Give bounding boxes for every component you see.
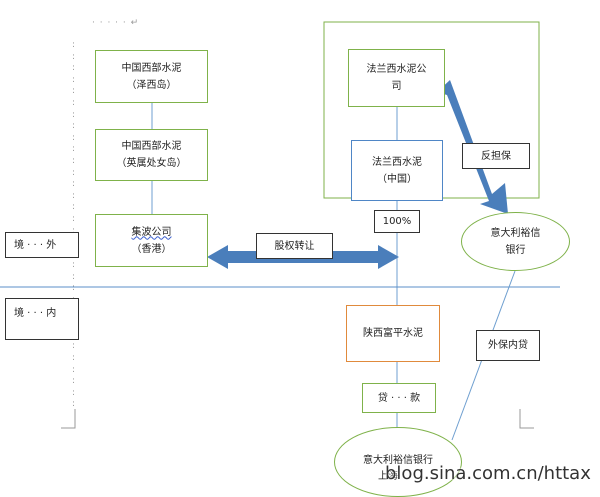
node-line: 银行 bbox=[505, 244, 526, 256]
node-western-cement-bvi: 中国西部水泥 （英属处女岛） bbox=[95, 129, 208, 181]
node-line: 集波公司 bbox=[131, 226, 172, 238]
node-intesa-top: 意大利裕信 银行 bbox=[461, 212, 570, 271]
node-line: 陕西富平水泥 bbox=[363, 328, 423, 339]
label-percent: 100% bbox=[374, 210, 420, 233]
margin-marks: :::::::::::::::::::::::::::::::: bbox=[72, 40, 77, 410]
label-onshore: 境 · · · 内 bbox=[5, 298, 79, 340]
node-line: 法兰西水泥 bbox=[372, 156, 422, 168]
node-line: 司 bbox=[391, 81, 402, 92]
label-external-guarantee-loan: 外保内贷 bbox=[476, 330, 540, 361]
label-text: 贷 · · · 款 bbox=[377, 392, 421, 404]
node-line: 中国西部水泥 bbox=[121, 62, 182, 74]
node-line: 中国西部水泥 bbox=[121, 141, 182, 152]
label-counter-guarantee: 反担保 bbox=[462, 143, 530, 169]
node-western-cement-jersey: 中国西部水泥 （泽西岛） bbox=[95, 50, 208, 103]
page-corner-mark bbox=[61, 409, 76, 429]
page-corner-mark bbox=[519, 409, 534, 429]
label-loan: 贷 · · · 款 bbox=[362, 383, 436, 413]
node-line: 法兰西水泥公 bbox=[366, 64, 427, 75]
label-text: 外保内贷 bbox=[488, 340, 528, 351]
node-line: （英属处女岛） bbox=[116, 158, 187, 169]
node-line: （中国） bbox=[377, 173, 417, 185]
node-line: 意大利裕信银行 bbox=[363, 455, 433, 466]
node-intesa-shanghai: 意大利裕信银行 bbox=[334, 427, 462, 497]
node-shanghai-text: 上海 bbox=[378, 471, 398, 482]
node-line: （香港） bbox=[131, 243, 172, 255]
watermark: blog.sina.com.cn/httax bbox=[385, 463, 591, 484]
label-text: 境 · · · 内 bbox=[14, 308, 57, 319]
node-line: 意大利裕信 bbox=[490, 227, 541, 239]
paragraph-mark: · · · · · ↵ bbox=[92, 18, 140, 28]
node-jibo-hongkong: 集波公司 （香港） bbox=[95, 214, 208, 267]
node-lafarge: 法兰西水泥公 司 bbox=[348, 49, 445, 107]
label-text: 反担保 bbox=[481, 150, 511, 162]
node-line: （泽西岛） bbox=[126, 79, 177, 91]
label-text: 境 · · · 外 bbox=[14, 239, 57, 251]
label-text: 100% bbox=[382, 216, 412, 227]
label-offshore: 境 · · · 外 bbox=[5, 232, 79, 258]
label-text: 股权转让 bbox=[274, 240, 315, 252]
node-lafarge-china: 法兰西水泥 （中国） bbox=[351, 140, 443, 201]
label-equity-transfer: 股权转让 bbox=[256, 233, 333, 259]
node-shaanxi-fuping: 陕西富平水泥 bbox=[346, 305, 440, 362]
